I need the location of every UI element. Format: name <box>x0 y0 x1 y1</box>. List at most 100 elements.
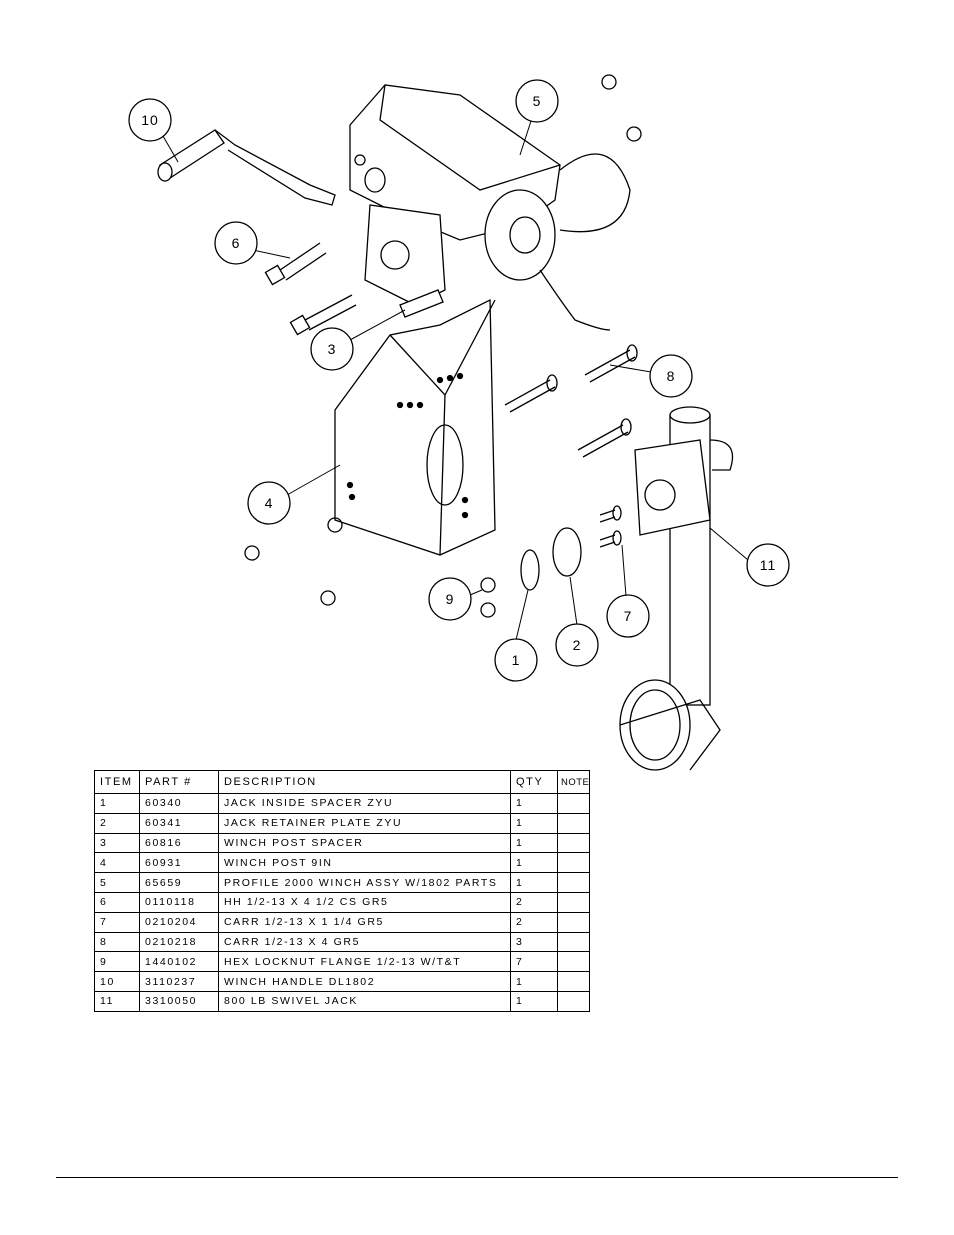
cell-qty: 1 <box>510 990 558 1012</box>
cell-description: CARR 1/2-13 X 1 1/4 GR5 <box>218 911 511 933</box>
cell-item: 8 <box>94 931 140 953</box>
footer-rule <box>56 1177 898 1178</box>
cell-note <box>556 891 591 913</box>
svg-text:2: 2 <box>573 637 582 653</box>
balloon-11: 11 <box>746 543 790 587</box>
cell-qty: 3 <box>510 931 558 953</box>
cell-part-number: 60340 <box>139 793 219 814</box>
cell-note <box>556 812 591 834</box>
header-part-number: PART # <box>139 770 219 794</box>
cell-part-number: 0110118 <box>139 891 219 913</box>
svg-text:4: 4 <box>265 495 274 511</box>
cell-item: 4 <box>94 852 140 874</box>
cell-item: 5 <box>94 872 140 893</box>
balloon-5: 5 <box>515 79 559 123</box>
svg-text:3: 3 <box>328 341 337 357</box>
cell-note <box>556 832 591 854</box>
balloon-8: 8 <box>649 354 693 398</box>
balloon-4: 4 <box>247 481 291 525</box>
cell-description: WINCH HANDLE DL1802 <box>218 971 511 992</box>
cell-part-number: 60341 <box>139 812 219 834</box>
cell-note <box>556 911 591 933</box>
table-header-row: ITEM PART # DESCRIPTION QTY NOTE <box>94 770 591 794</box>
jack-inside-spacer-part <box>520 549 540 591</box>
cell-description: 800 LB SWIVEL JACK <box>218 990 511 1012</box>
cell-part-number: 1440102 <box>139 951 219 973</box>
header-item: ITEM <box>94 770 140 794</box>
header-note: NOTE <box>556 770 591 794</box>
svg-text:10: 10 <box>141 112 159 128</box>
cell-item: 9 <box>94 951 140 973</box>
winch-handle-part <box>157 129 336 206</box>
cell-note <box>556 951 591 973</box>
cell-item: 11 <box>94 990 140 1012</box>
cell-description: CARR 1/2-13 X 4 GR5 <box>218 931 511 953</box>
cell-description: WINCH POST 9IN <box>218 852 511 874</box>
carriage-bolt-short-part <box>599 505 622 548</box>
balloon-6: 6 <box>214 221 258 265</box>
cell-item: 7 <box>94 911 140 933</box>
balloon-10: 10 <box>128 98 172 142</box>
svg-text:11: 11 <box>760 557 777 573</box>
cell-note <box>556 793 591 814</box>
svg-text:9: 9 <box>446 591 455 607</box>
carriage-bolt-part <box>504 344 638 458</box>
cell-item: 3 <box>94 832 140 854</box>
cell-description: JACK INSIDE SPACER ZYU <box>218 793 511 814</box>
cell-part-number: 0210204 <box>139 911 219 933</box>
cell-item: 6 <box>94 891 140 913</box>
cell-part-number: 3110237 <box>139 971 219 992</box>
winch-post-spacer-part <box>399 289 444 318</box>
hex-nut-part <box>601 74 617 90</box>
svg-text:1: 1 <box>512 652 521 668</box>
cell-qty: 1 <box>510 793 558 814</box>
svg-text:5: 5 <box>533 93 542 109</box>
header-qty: QTY <box>510 770 558 794</box>
cell-part-number: 65659 <box>139 872 219 893</box>
cell-description: HEX LOCKNUT FLANGE 1/2-13 W/T&T <box>218 951 511 973</box>
winch-post-part <box>334 298 496 556</box>
header-description: DESCRIPTION <box>218 770 511 794</box>
cell-qty: 1 <box>510 852 558 874</box>
cell-qty: 1 <box>510 971 558 992</box>
svg-text:6: 6 <box>232 235 241 251</box>
cell-part-number: 60931 <box>139 852 219 874</box>
cell-qty: 1 <box>510 812 558 834</box>
cell-note <box>556 971 591 992</box>
swivel-jack-part <box>619 406 734 771</box>
leader-lines <box>162 120 749 641</box>
svg-text:8: 8 <box>667 368 676 384</box>
cell-part-number: 3310050 <box>139 990 219 1012</box>
cell-description: HH 1/2-13 X 4 1/2 CS GR5 <box>218 891 511 913</box>
cell-description: WINCH POST SPACER <box>218 832 511 854</box>
hex-nut-part <box>626 126 642 142</box>
cell-qty: 2 <box>510 891 558 913</box>
cell-part-number: 60816 <box>139 832 219 854</box>
cell-qty: 1 <box>510 872 558 893</box>
cell-description: PROFILE 2000 WINCH ASSY W/1802 PARTS <box>218 872 511 893</box>
cell-qty: 2 <box>510 911 558 933</box>
cell-note <box>556 872 591 893</box>
cell-part-number: 0210218 <box>139 931 219 953</box>
balloon-2: 2 <box>555 623 599 667</box>
cell-description: JACK RETAINER PLATE ZYU <box>218 812 511 834</box>
cell-item: 10 <box>94 971 140 992</box>
cell-note <box>556 852 591 874</box>
hex-locknut-part <box>244 517 496 618</box>
cell-qty: 1 <box>510 832 558 854</box>
winch-body-part <box>349 84 631 331</box>
cell-note <box>556 990 591 1012</box>
svg-text:7: 7 <box>624 608 633 624</box>
balloon-1: 1 <box>494 638 538 682</box>
balloon-7: 7 <box>606 594 650 638</box>
